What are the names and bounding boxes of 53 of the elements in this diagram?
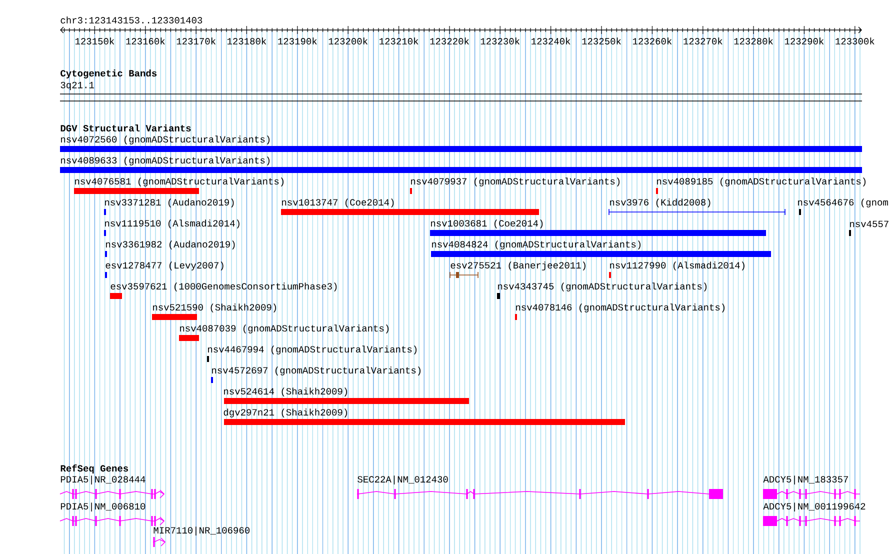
variant-label: nsv4084824 (gnomADStructuralVariants)	[432, 240, 641, 250]
tick-label: 123150k	[75, 38, 114, 44]
variant-label: esv3597621 (1000GenomesConsortiumPhase3)	[110, 282, 337, 292]
variant-label: esv1278477 (Levy2007)	[106, 262, 224, 270]
tick-label: 123190k	[278, 38, 317, 44]
tick-label: 123260k	[632, 38, 672, 44]
variant-label: nsv4078146 (gnomADStructuralVariants)	[516, 304, 725, 312]
variant-label: nsv4572697 (gnomADStructuralVariants)	[212, 366, 421, 376]
gene-label: MIR7110|NR_106960	[154, 526, 250, 536]
variant-label: dgv297n21 (Shaikh2009)	[224, 408, 348, 418]
tick-label: 123180k	[227, 38, 266, 44]
variant-label: nsv1013747 (Coe2014)	[282, 198, 394, 208]
position-label: chr3:123143153..123301403	[60, 16, 202, 24]
tick-label: 123280k	[734, 38, 773, 44]
tick-label: 123160k	[126, 38, 165, 44]
track-heading: DGV Structural Variants	[60, 124, 191, 132]
variant-label: nsv1003681 (Coe2014)	[431, 220, 543, 228]
variant-label: nsv4467994 (gnomADStructuralVariants)	[208, 346, 417, 354]
tick-label: 123250k	[582, 38, 621, 44]
tick-label: 123240k	[532, 38, 570, 44]
variant-label: nsv4087039 (gnomADStructuralVariants)	[180, 324, 389, 334]
tick-label: 123230k	[480, 38, 520, 44]
variant-label: esv275521 (Banerjee2011)	[450, 262, 586, 270]
variant-label: nsv3976 (Kidd2008)	[610, 198, 710, 208]
tick-label: 123210k	[380, 38, 418, 44]
variant-label: nsv4072560 (gnomADStructuralVariants)	[61, 136, 270, 144]
variant-label: nsv521590 (Shaikh2009)	[153, 304, 276, 312]
band-label: 3q21.1	[60, 82, 94, 90]
variant-label: nsv4079937 (gnomADStructuralVariants)	[411, 178, 620, 186]
variant-label: nsv3371281 (Audano2019)	[105, 198, 234, 208]
variant-label: nsv1119510 (Alsmadi2014)	[105, 220, 240, 228]
variant-label: nsv4564676 (gnom	[798, 198, 888, 208]
track-heading: RefSeq Genes	[60, 464, 128, 474]
gene-label: PDIA5|NM_006810	[60, 502, 146, 512]
variant-label: nsv4089185 (gnomADStructuralVariants)	[657, 178, 866, 186]
gene-label: SEC22A|NM_012430	[358, 476, 448, 484]
variant-label: nsv4343745 (gnomADStructuralVariants)	[498, 282, 707, 292]
variant-label: nsv4557	[850, 220, 888, 228]
tick-label: 123290k	[784, 38, 824, 44]
variant-label: nsv4089633 (gnomADStructuralVariants)	[61, 156, 270, 166]
variant-label: nsv4076581 (gnomADStructuralVariants)	[75, 178, 284, 186]
track-heading: Cytogenetic Bands	[60, 70, 157, 78]
tick-label: 123300k	[836, 38, 874, 44]
gene-label: PDIA5|NR_028444	[60, 476, 146, 484]
variant-label: nsv524614 (Shaikh2009)	[224, 388, 348, 396]
gene-label: ADCY5|NM_001199642	[763, 502, 866, 512]
variant-label: nsv1127990 (Alsmadi2014)	[610, 262, 744, 270]
tick-label: 123200k	[328, 38, 368, 44]
gene-label: ADCY5|NM_183357	[763, 476, 848, 484]
variant-label: nsv3361982 (Audano2019)	[106, 240, 235, 250]
tick-label: 123220k	[430, 38, 469, 44]
tick-label: 123170k	[176, 38, 216, 44]
tick-label: 123270k	[684, 38, 722, 44]
